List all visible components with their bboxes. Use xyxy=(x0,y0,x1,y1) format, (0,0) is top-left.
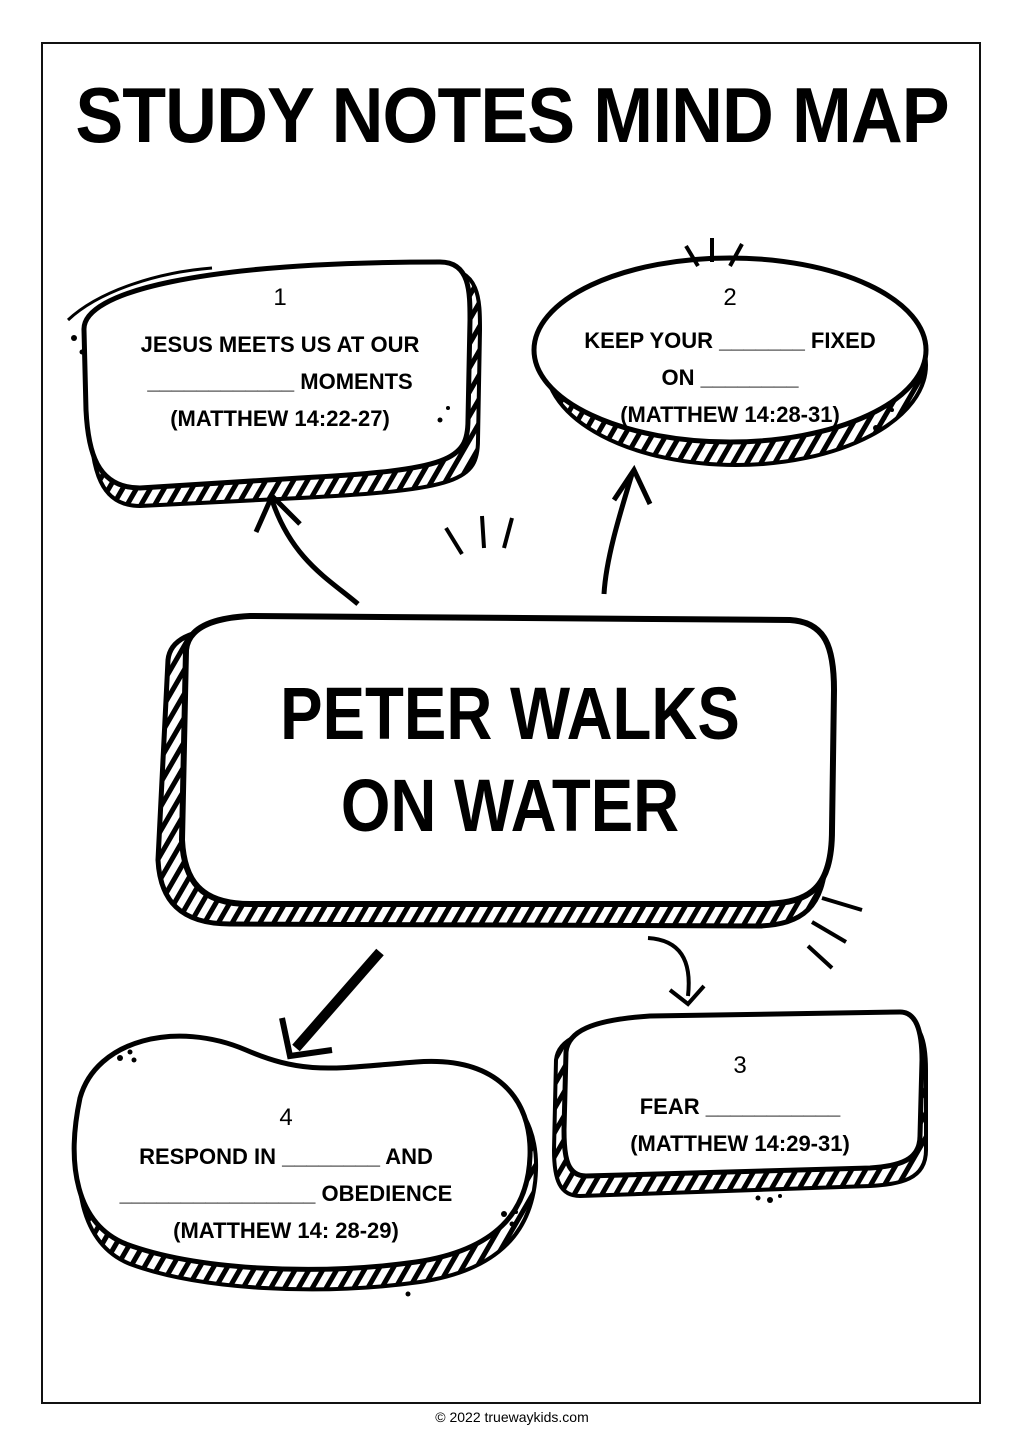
bubble-1-shape xyxy=(66,259,483,509)
bubble-2-line-1: KEEP YOUR _______ FIXED xyxy=(584,328,876,353)
bubble-3-number: 3 xyxy=(733,1052,747,1079)
page-title: STUDY NOTES MIND MAP xyxy=(75,71,949,159)
bubble-3-shape xyxy=(551,1009,928,1203)
bubble-2-line-3: (MATTHEW 14:28-31) xyxy=(620,402,840,427)
bubble-4-line-3: (MATTHEW 14: 28-29) xyxy=(173,1218,399,1243)
bubble-4-line-2: ________________ OBEDIENCE xyxy=(119,1181,453,1206)
arrow-to-box-4 xyxy=(279,948,384,1060)
bubble-4-shape xyxy=(71,1033,539,1297)
arrow-to-box-1 xyxy=(253,491,360,606)
bubble-3-line-1: FEAR ___________ xyxy=(639,1094,841,1119)
page-border xyxy=(41,42,981,1404)
center-bubble-shape xyxy=(155,515,863,970)
bubble-1: 1 JESUS MEETS US AT OUR ____________ MOM… xyxy=(110,284,450,437)
bubble-4-line-1: RESPOND IN ________ AND xyxy=(139,1144,433,1169)
bubble-2-number: 2 xyxy=(723,284,737,311)
center-title-line-1: PETER WALKS xyxy=(280,672,740,755)
bubble-1-number: 1 xyxy=(273,284,287,311)
center-title-line-2: ON WATER xyxy=(340,764,680,847)
arrow-to-box-2 xyxy=(601,464,653,595)
arrow-to-box-3 xyxy=(647,936,706,1007)
bubble-1-line-1: JESUS MEETS US AT OUR xyxy=(140,332,420,357)
bubble-2: 2 KEEP YOUR _______ FIXED ON ________ (M… xyxy=(560,284,900,433)
copyright-footer: © 2022 truewaykids.com xyxy=(435,1409,589,1425)
bubble-4-number: 4 xyxy=(279,1104,293,1131)
bubble-3: 3 FEAR ___________ (MATTHEW 14:29-31) xyxy=(590,1052,890,1162)
bubble-1-line-3: (MATTHEW 14:22-27) xyxy=(170,406,390,431)
bubble-4: 4 RESPOND IN ________ AND ______________… xyxy=(96,1104,476,1249)
bubble-2-shape xyxy=(531,238,929,467)
bubble-3-line-2: (MATTHEW 14:29-31) xyxy=(630,1131,850,1156)
bubble-2-line-2: ON ________ xyxy=(661,365,799,390)
bubble-1-line-2: ____________ MOMENTS xyxy=(147,369,413,394)
center-title: PETER WALKS ON WATER xyxy=(269,668,751,852)
